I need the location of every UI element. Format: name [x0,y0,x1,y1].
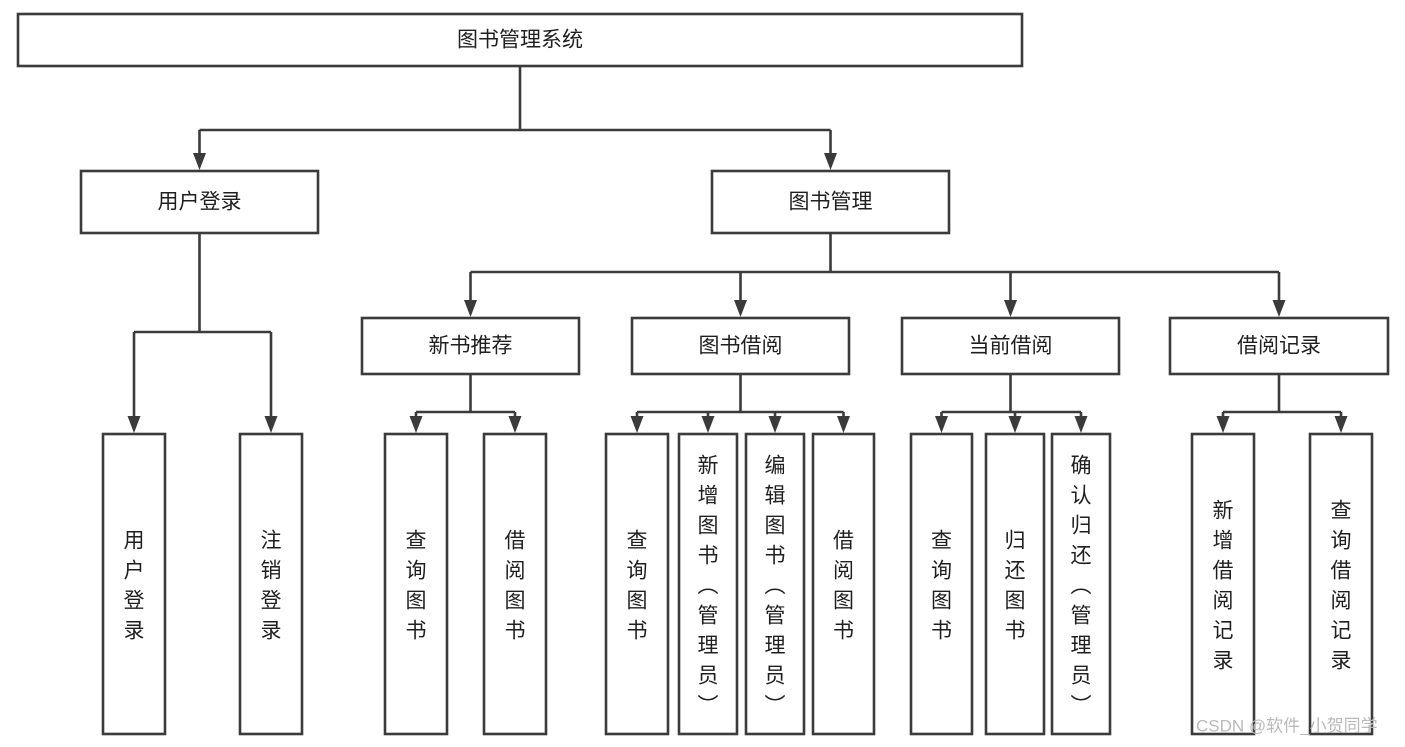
node-leaf-logout-login[interactable]: 注销登录 [238,432,304,736]
node-label-leaf-add-book-admin: 新增图书︵管理员︶ [698,454,719,717]
node-box-leaf-confirm-return-admin [1050,432,1112,736]
node-label-book-borrow: 图书借阅 [699,335,783,358]
node-leaf-query-borrow-record[interactable]: 查询借阅记录 [1308,432,1374,736]
node-leaf-query-book-borrow[interactable]: 查询图书 [604,432,670,736]
node-box-borrow-record [1168,316,1390,376]
conn-user-login-arrow-0 [127,416,141,433]
node-label-leaf-confirm-return-admin: 确认归还︵管理员︶ [1071,454,1092,717]
node-box-book-manage [710,169,951,235]
node-label-leaf-borrow-book-recommend: 借阅图书 [505,529,526,642]
conn-book-manage-arrow-2 [1004,300,1017,317]
node-box-new-book-recommend [360,316,581,376]
node-book-manage[interactable]: 图书管理 [710,169,951,235]
node-box-leaf-logout-login [238,432,304,736]
node-box-leaf-borrow-book-recommend [482,432,548,736]
node-label-borrow-record: 借阅记录 [1237,335,1321,358]
node-label-leaf-borrow-book: 借阅图书 [833,529,854,642]
conn-user-login-arrow-1 [264,416,278,433]
conn-current-borrow-arrow-0 [935,416,948,433]
node-borrow-record[interactable]: 借阅记录 [1168,316,1390,376]
node-user-login[interactable]: 用户登录 [79,169,320,235]
node-label-new-book-recommend: 新书推荐 [429,335,513,358]
node-box-leaf-query-book-current [909,432,974,736]
node-leaf-user-login[interactable]: 用户登录 [101,432,167,736]
node-label-leaf-query-book-recommend: 查询图书 [406,529,427,642]
node-box-leaf-user-login [101,432,167,736]
node-box-leaf-query-borrow-record [1308,432,1374,736]
node-label-leaf-query-borrow-record: 查询借阅记录 [1331,499,1352,672]
node-layer: 图书管理系统用户登录图书管理新书推荐图书借阅当前借阅借阅记录用户登录注销登录查询… [16,12,1390,736]
node-leaf-confirm-return-admin[interactable]: 确认归还︵管理员︶ [1050,432,1112,736]
node-leaf-edit-book-admin[interactable]: 编辑图书︵管理员︶ [744,432,806,736]
conn-book-borrow-arrow-0 [630,416,644,433]
conn-new-book-recommend-arrow-0 [409,416,423,433]
node-leaf-query-book-recommend[interactable]: 查询图书 [383,432,449,736]
node-box-user-login [79,169,320,235]
node-leaf-borrow-book[interactable]: 借阅图书 [811,432,876,736]
connector-layer [127,66,1348,433]
node-label-root: 图书管理系统 [457,29,583,52]
node-box-leaf-add-book-admin [677,432,739,736]
node-label-leaf-edit-book-admin: 编辑图书︵管理员︶ [765,454,786,717]
node-new-book-recommend[interactable]: 新书推荐 [360,316,581,376]
node-root[interactable]: 图书管理系统 [16,12,1024,68]
conn-current-borrow-arrow-2 [1074,416,1088,433]
node-leaf-query-book-current[interactable]: 查询图书 [909,432,974,736]
node-box-leaf-query-book-borrow [604,432,670,736]
node-box-leaf-add-borrow-record [1190,432,1256,736]
node-label-leaf-query-book-borrow: 查询图书 [627,529,648,642]
node-label-leaf-user-login: 用户登录 [124,529,145,642]
node-box-book-borrow [630,316,851,376]
node-leaf-return-book[interactable]: 归还图书 [984,432,1046,736]
conn-book-manage-arrow-0 [464,300,477,317]
node-box-leaf-edit-book-admin [744,432,806,736]
conn-borrow-record-arrow-0 [1216,416,1230,433]
conn-root-arrow-1 [824,153,837,170]
node-label-leaf-add-borrow-record: 新增借阅记录 [1213,499,1234,672]
node-book-borrow[interactable]: 图书借阅 [630,316,851,376]
conn-book-manage-arrow-1 [734,300,747,317]
node-box-current-borrow [900,316,1121,376]
csdn-watermark: CSDN @软件_小贺同学 [1196,716,1378,735]
node-label-user-login: 用户登录 [158,191,242,214]
conn-book-manage-arrow-3 [1272,300,1286,317]
conn-new-book-recommend-arrow-1 [508,416,522,433]
conn-book-borrow-arrow-2 [768,416,782,433]
conn-book-borrow-arrow-1 [701,416,715,433]
node-box-root [16,12,1024,68]
node-label-book-manage: 图书管理 [789,191,873,214]
node-current-borrow[interactable]: 当前借阅 [900,316,1121,376]
node-label-leaf-query-book-current: 查询图书 [931,529,952,642]
node-box-leaf-borrow-book [811,432,876,736]
conn-current-borrow-arrow-1 [1008,416,1022,433]
node-box-leaf-query-book-recommend [383,432,449,736]
node-leaf-add-book-admin[interactable]: 新增图书︵管理员︶ [677,432,739,736]
node-leaf-borrow-book-recommend[interactable]: 借阅图书 [482,432,548,736]
conn-book-borrow-arrow-3 [837,416,850,433]
conn-borrow-record-arrow-1 [1334,416,1348,433]
node-box-leaf-return-book [984,432,1046,736]
node-label-leaf-return-book: 归还图书 [1005,529,1026,642]
node-leaf-add-borrow-record[interactable]: 新增借阅记录 [1190,432,1256,736]
node-label-leaf-logout-login: 注销登录 [261,529,282,642]
conn-root-arrow-0 [193,153,206,170]
node-label-current-borrow: 当前借阅 [969,335,1053,358]
